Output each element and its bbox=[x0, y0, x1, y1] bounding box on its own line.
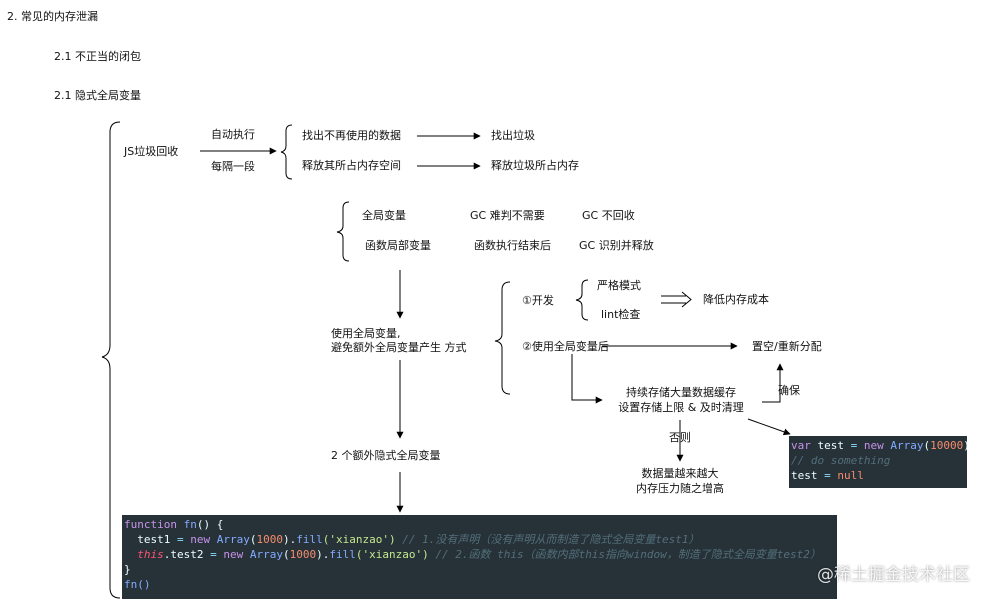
global-gc-label: GC 难判不需要 bbox=[470, 209, 545, 222]
dev-brace bbox=[575, 279, 589, 321]
usage-brace bbox=[494, 281, 511, 395]
code-small-line-3: test = null bbox=[789, 468, 967, 483]
auto-exec-label: 自动执行 bbox=[211, 128, 255, 141]
strict-mode-label: 严格模式 bbox=[597, 279, 641, 292]
code-token: = bbox=[824, 469, 831, 482]
find-garbage-label: 找出垃圾 bbox=[491, 129, 535, 142]
heading-implicit-global: 2.1 隐式全局变量 bbox=[54, 89, 141, 102]
cache-label-1: 持续存储大量数据缓存 bbox=[626, 386, 736, 399]
code-token: .test2 bbox=[163, 548, 211, 561]
code-token: Array bbox=[890, 439, 924, 452]
local-end-label: 函数执行结束后 bbox=[474, 239, 551, 252]
code-token: ) bbox=[963, 439, 970, 452]
interval-label: 每隔一段 bbox=[211, 160, 255, 173]
code-token: new bbox=[216, 548, 250, 561]
code-block-small: var test = new Array(10000) // do someth… bbox=[789, 436, 970, 488]
code-small-line-2: // do something bbox=[791, 454, 891, 467]
code-token: ( bbox=[282, 548, 290, 561]
code-token: ). bbox=[282, 533, 297, 546]
code-token: this bbox=[124, 548, 164, 561]
code-token: = bbox=[210, 548, 217, 561]
otherwise-label: 否则 bbox=[669, 431, 691, 444]
lower-cost-label: 降低内存成本 bbox=[703, 293, 769, 306]
code-token: var bbox=[791, 439, 811, 452]
code-block-main: function fn() { test1 = new Array(1000).… bbox=[122, 515, 837, 599]
release-garbage-label: 释放垃圾所占内存 bbox=[491, 159, 579, 172]
after-global-label: ②使用全局变量后 bbox=[522, 340, 609, 353]
code-token: 10000 bbox=[930, 439, 964, 452]
code-token: fill bbox=[329, 548, 356, 561]
code-main-line-5: fn() bbox=[124, 578, 151, 591]
two-implicit-label: 2 个额外隐式全局变量 bbox=[331, 449, 441, 462]
big-brace bbox=[101, 121, 121, 599]
code-token: ( bbox=[249, 533, 257, 546]
code-token: // 2.函数 this（函数内部this指向window，制造了隐式全局变量t… bbox=[428, 548, 821, 561]
lint-label: lint检查 bbox=[601, 308, 641, 321]
global-no-label: GC 不回收 bbox=[582, 209, 635, 222]
code-token: null bbox=[830, 469, 864, 482]
heading-memory-leaks: 2. 常见的内存泄漏 bbox=[7, 10, 98, 23]
global-var-label: 全局变量 bbox=[362, 209, 406, 222]
code-token: Array bbox=[249, 548, 283, 561]
code-token: fill bbox=[296, 533, 323, 546]
code-token: ( bbox=[923, 439, 931, 452]
dev-label: ①开发 bbox=[522, 294, 554, 307]
code-token: ('xianzao') bbox=[322, 533, 396, 546]
vars-brace bbox=[336, 201, 350, 262]
code-token: () { bbox=[196, 518, 224, 531]
code-token: test bbox=[791, 469, 825, 482]
code-token: = bbox=[176, 533, 184, 546]
watermark: @稀土掘金技术社区 bbox=[817, 565, 970, 585]
code-token: fn bbox=[176, 518, 197, 531]
local-gc-label: GC 识别并释放 bbox=[579, 239, 654, 252]
code-token: new bbox=[183, 533, 217, 546]
code-token: = bbox=[850, 439, 858, 452]
release-space-label: 释放其所占内存空间 bbox=[302, 159, 401, 172]
gc-root-label: JS垃圾回收 bbox=[124, 145, 179, 158]
cache-label-2: 设置存储上限 & 及时清理 bbox=[618, 401, 744, 414]
code-token: // 1.没有声明（没有声明从而制造了隐式全局变量test1） bbox=[395, 533, 700, 546]
code-main-line-1: function fn() { bbox=[122, 517, 837, 532]
heading-improper-closure: 2.1 不正当的闭包 bbox=[54, 50, 141, 63]
code-token: Array bbox=[216, 533, 250, 546]
more-data-label-2: 内存压力随之增高 bbox=[636, 482, 724, 495]
code-token: 1000 bbox=[256, 533, 283, 546]
code-token: new bbox=[857, 439, 891, 452]
ensure-label: 确保 bbox=[778, 384, 800, 397]
local-var-label: 函数局部变量 bbox=[365, 239, 431, 252]
code-small-line-1: var test = new Array(10000) bbox=[789, 438, 970, 453]
code-token: test bbox=[810, 439, 851, 452]
gc-brace bbox=[280, 124, 293, 180]
code-token: 1000 bbox=[289, 548, 317, 561]
code-main-line-4: } bbox=[124, 563, 131, 576]
find-unused-label: 找出不再使用的数据 bbox=[302, 129, 401, 142]
code-main-line-3: this.test2 = new Array(1000).fill('xianz… bbox=[122, 547, 837, 562]
code-main-line-2: test1 = new Array(1000).fill('xianzao') … bbox=[122, 532, 837, 547]
code-token: ('xianzao') bbox=[355, 548, 429, 561]
reset-label: 置空/重新分配 bbox=[752, 340, 822, 353]
use-global-label: 使用全局变量, bbox=[331, 327, 401, 340]
code-token: test1 bbox=[124, 533, 177, 546]
code-token: function bbox=[124, 518, 177, 531]
code-token: ). bbox=[316, 548, 330, 561]
avoid-label: 避免额外全局变量产生 方式 bbox=[331, 341, 467, 354]
more-data-label-1: 数据量越来越大 bbox=[641, 467, 719, 480]
